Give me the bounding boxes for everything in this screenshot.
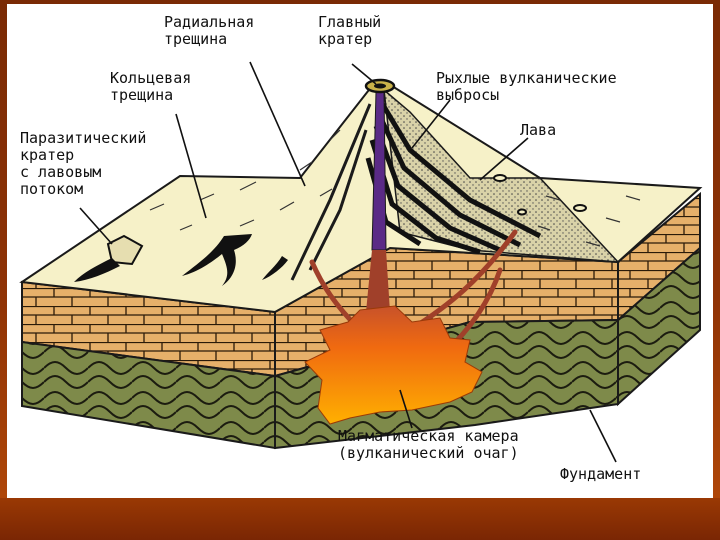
label-lava: Лава (520, 121, 557, 139)
bottom-bar (0, 498, 720, 540)
label-main-crater: Главный кратер (318, 13, 382, 48)
cone-left-layers (290, 103, 372, 281)
label-ring-crack: Кольцевая трещина (110, 69, 192, 104)
magma-chamber (304, 305, 483, 425)
conduit-lower (366, 250, 390, 312)
label-radial-crack: Радиальная трещина (164, 13, 255, 48)
right-basement-face (617, 245, 701, 407)
lava-flow-blob (182, 234, 252, 286)
vent-slope (517, 208, 527, 216)
vent-far-right (573, 204, 587, 212)
vent-right (493, 174, 507, 182)
parasitic-lava-flow (74, 258, 120, 282)
label-basement: Фундамент (560, 465, 642, 483)
surface-hachures (149, 129, 641, 247)
lava-flow-small (262, 256, 288, 280)
label-magma-chamber: Магматическая камера (вулканический очаг… (338, 427, 519, 462)
pointer-lines (79, 61, 617, 463)
label-parasitic-crater: Паразитический кратер с лавовым потоком (20, 129, 147, 198)
label-loose-ejecta: Рыхлые вулканические выбросы (436, 69, 617, 104)
